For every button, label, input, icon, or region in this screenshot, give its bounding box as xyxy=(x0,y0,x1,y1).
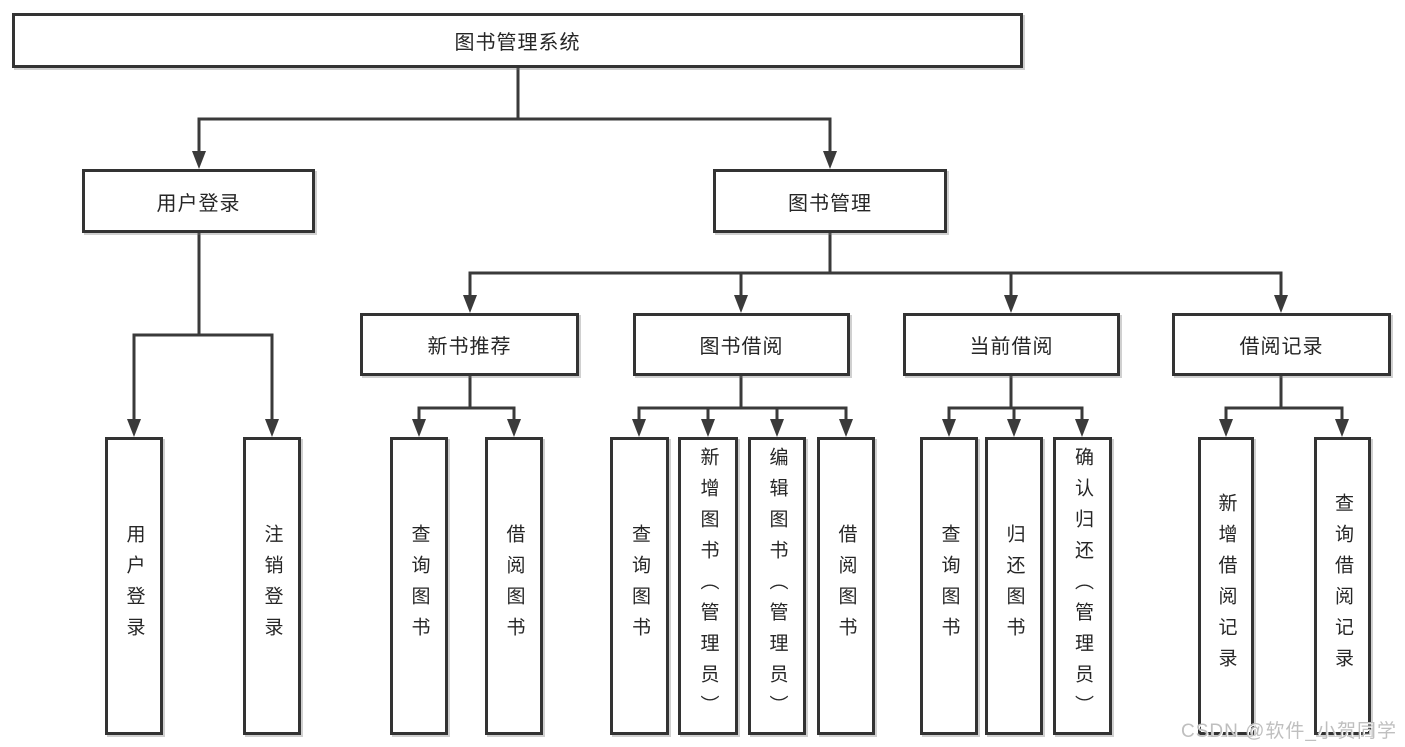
node-label: 借阅记录 xyxy=(1239,336,1324,358)
leaf-return-book: 归还图书 xyxy=(985,437,1043,735)
node-label: 借阅图书 xyxy=(503,524,525,648)
node-label: 借阅图书 xyxy=(835,524,857,648)
node-book-borrowing: 图书借阅 xyxy=(633,313,850,376)
node-label: 当前借阅 xyxy=(969,336,1054,358)
node-label: 查询图书 xyxy=(408,524,430,648)
node-label: 查询借阅记录 xyxy=(1332,493,1353,679)
node-label: 用户登录 xyxy=(156,192,241,215)
node-user-login: 用户登录 xyxy=(82,169,315,233)
leaf-edit-book-admin: 编辑图书（管理员） xyxy=(748,437,806,735)
node-root-system: 图书管理系统 xyxy=(12,13,1023,68)
node-label: 编辑图书（管理员） xyxy=(766,446,788,726)
node-new-book-recommend: 新书推荐 xyxy=(360,313,579,376)
node-book-management: 图书管理 xyxy=(713,169,947,233)
node-borrowing-records: 借阅记录 xyxy=(1172,313,1391,376)
node-label: 查询图书 xyxy=(629,524,650,648)
watermark-text: CSDN @软件_小贺同学 xyxy=(1181,721,1397,742)
leaf-query-books-borrowing: 查询图书 xyxy=(610,437,669,735)
leaf-user-login: 用户登录 xyxy=(105,437,163,735)
node-current-borrowing: 当前借阅 xyxy=(903,313,1120,376)
node-label: 图书管理系统 xyxy=(454,32,581,54)
node-label: 新增借阅记录 xyxy=(1215,493,1237,679)
leaf-add-book-admin: 新增图书（管理员） xyxy=(678,437,738,735)
leaf-logout: 注销登录 xyxy=(243,437,301,735)
node-label: 新增图书（管理员） xyxy=(697,446,719,726)
node-label: 注销登录 xyxy=(261,524,283,648)
node-label: 确认归还（管理员） xyxy=(1072,446,1093,726)
node-label: 归还图书 xyxy=(1003,524,1025,648)
node-label: 图书借阅 xyxy=(699,336,784,358)
leaf-borrow-books-borrowing: 借阅图书 xyxy=(817,437,875,735)
leaf-query-books-current: 查询图书 xyxy=(920,437,978,735)
node-label: 新书推荐 xyxy=(427,336,512,358)
node-label: 图书管理 xyxy=(788,192,872,215)
node-label: 用户登录 xyxy=(123,524,145,648)
node-label: 查询图书 xyxy=(938,524,960,648)
leaf-query-borrow-record: 查询借阅记录 xyxy=(1314,437,1371,735)
leaf-query-books-recommend: 查询图书 xyxy=(390,437,448,735)
leaf-borrow-books-recommend: 借阅图书 xyxy=(485,437,543,735)
leaf-add-borrow-record: 新增借阅记录 xyxy=(1198,437,1254,735)
leaf-confirm-return-admin: 确认归还（管理员） xyxy=(1053,437,1112,735)
